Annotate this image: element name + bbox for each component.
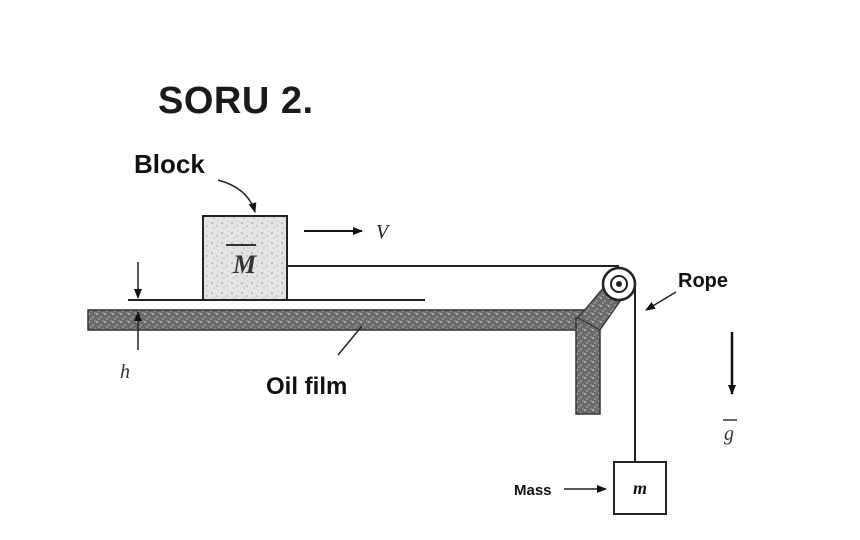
gravity-label: g (724, 423, 734, 445)
hanging-mass (613, 461, 667, 515)
block-mass-label: M (232, 250, 257, 279)
height-label: h (120, 361, 130, 383)
oil-film-label: Oil film (266, 373, 347, 400)
table-leg (575, 317, 601, 415)
table-surface (87, 291, 613, 331)
block-label: Block (134, 149, 205, 179)
rope-label: Rope (678, 270, 728, 292)
page-title: SORU 2. (158, 80, 314, 122)
block (202, 215, 288, 301)
oil-film-pointer (337, 325, 363, 356)
mass-label: Mass (514, 482, 552, 499)
velocity-label: V (376, 221, 391, 243)
rope-pointer (645, 291, 677, 311)
hanging-mass-label: m (633, 478, 647, 498)
block-pointer (217, 179, 257, 213)
pulley-axle (616, 281, 622, 287)
